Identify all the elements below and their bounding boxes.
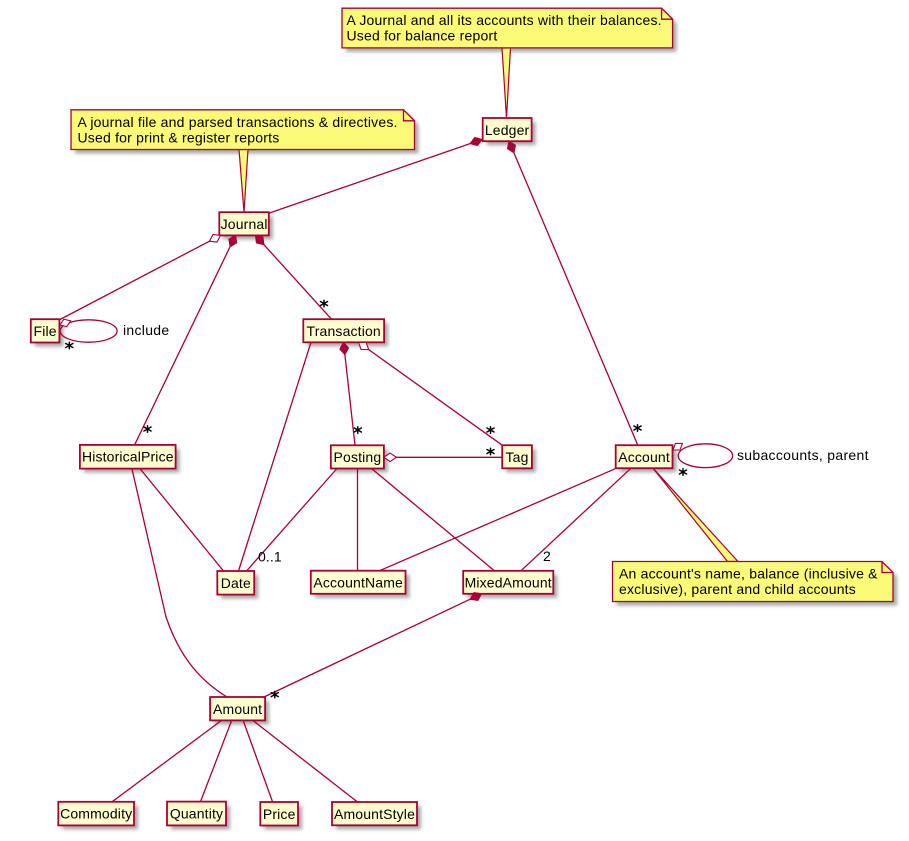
svg-text:MixedAmount: MixedAmount	[465, 575, 552, 591]
svg-text:AccountName: AccountName	[313, 575, 403, 591]
svg-text:Posting: Posting	[334, 449, 382, 465]
svg-text:exclusive), parent and child a: exclusive), parent and child accounts	[619, 581, 856, 597]
svg-text:A journal file and parsed tran: A journal file and parsed transactions &…	[78, 114, 398, 130]
svg-text:HistoricalPrice: HistoricalPrice	[82, 449, 174, 465]
svg-text:Commodity: Commodity	[60, 806, 132, 822]
svg-text:Journal: Journal	[221, 216, 268, 232]
svg-text:Quantity: Quantity	[170, 805, 223, 821]
svg-text:Amount: Amount	[213, 701, 262, 717]
svg-text:File: File	[34, 323, 57, 339]
svg-text:AmountStyle: AmountStyle	[334, 806, 415, 822]
svg-text:include: include	[123, 322, 169, 338]
svg-text:Transaction: Transaction	[307, 323, 381, 339]
svg-text:Price: Price	[263, 806, 296, 822]
svg-text:Tag: Tag	[505, 449, 528, 465]
svg-text:An account's name, balance (in: An account's name, balance (inclusive &	[619, 566, 878, 582]
svg-text:Account: Account	[618, 449, 670, 465]
svg-text:Ledger: Ledger	[485, 122, 530, 138]
svg-text:Date: Date	[221, 575, 251, 591]
svg-text:0..1: 0..1	[258, 549, 282, 565]
svg-text:Used for balance report: Used for balance report	[347, 28, 498, 44]
svg-text:A Journal and all its accounts: A Journal and all its accounts with thei…	[347, 12, 662, 28]
svg-text:Used for print & register repo: Used for print & register reports	[78, 129, 280, 145]
svg-text:subaccounts, parent: subaccounts, parent	[737, 447, 869, 463]
svg-text:2: 2	[543, 548, 551, 564]
